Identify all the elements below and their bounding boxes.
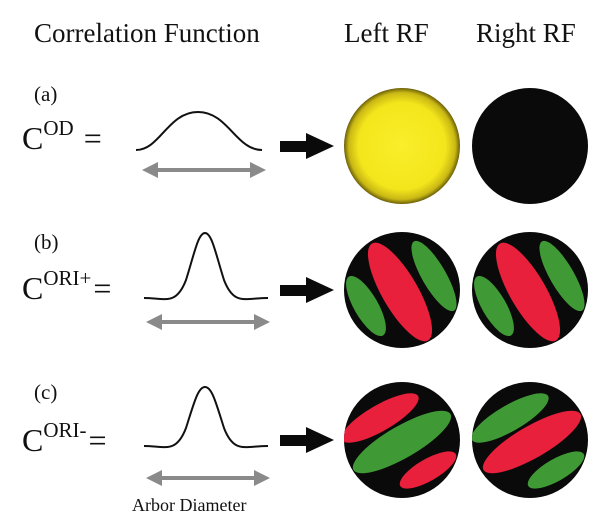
row-label-b: (b) [34,230,59,254]
arbor-arrow-c [146,470,270,486]
header-right-rf: Right RF [476,18,576,48]
correlation-curve-ori-plus [143,231,269,301]
c-superscript-ori-minus: ORI- [43,418,87,442]
header-left-rf: Left RF [344,18,429,48]
c-od-label: COD = [22,116,102,157]
correlation-curve-od [135,110,263,151]
c-symbol: C [22,422,44,458]
arbor-arrow-b [146,314,270,330]
left-rf-yellow [344,88,460,204]
arbor-arrow-a [142,162,266,178]
c-superscript-ori-plus: ORI+ [43,266,92,290]
right-rf-ori-minus [472,382,588,498]
c-symbol: C [22,270,44,306]
right-arrow-c [280,427,334,453]
header-correlation-function: Correlation Function [34,18,260,48]
row-label-c: (c) [34,380,58,404]
arbor-diameter-label: Arbor Diameter [132,495,247,515]
equals-sign: = [88,422,107,458]
right-rf-ori-plus [472,232,588,348]
left-rf-ori-plus [344,232,460,348]
c-symbol: C [22,120,44,156]
equals-sign: = [83,120,102,156]
correlation-curve-ori-minus [143,385,269,449]
left-rf-ori-minus [344,382,460,498]
equals-sign: = [93,270,112,306]
right-rf-black [472,88,588,204]
c-superscript-od: OD [43,116,74,140]
row-label-a: (a) [34,82,58,106]
right-arrow-b [280,277,334,303]
right-arrow-a [280,133,334,159]
c-ori-plus-label: CORI+= [22,266,112,307]
c-ori-minus-label: CORI-= [22,418,107,459]
